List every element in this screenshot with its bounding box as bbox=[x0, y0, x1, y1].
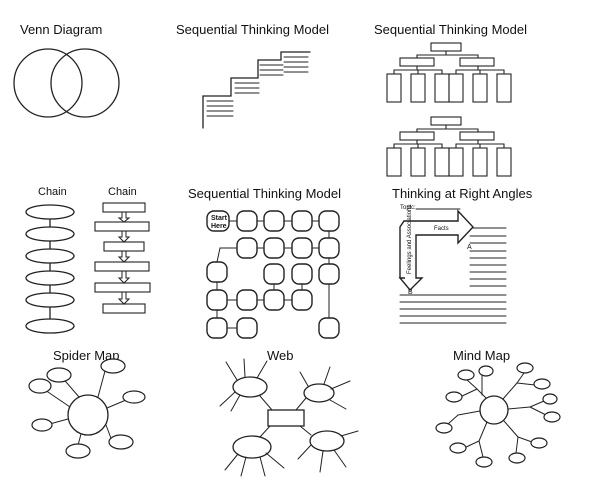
point-a: A bbox=[467, 244, 472, 251]
seq-tree-panel: Sequential Thinking Model bbox=[370, 0, 600, 185]
facts-label: Facts bbox=[434, 226, 449, 232]
chain-panel: Chain Chain bbox=[0, 180, 180, 345]
seq-loop-panel: Sequential Thinking Model Start Here bbox=[180, 180, 360, 345]
seq-tree-title: Sequential Thinking Model bbox=[374, 22, 527, 37]
stairs-diagram bbox=[202, 51, 311, 129]
point-b: B bbox=[408, 289, 413, 296]
chain-title-left: Chain bbox=[38, 186, 67, 198]
topic-label: Topic: bbox=[400, 205, 416, 211]
venn-title: Venn Diagram bbox=[20, 22, 103, 37]
start-label-1: Start bbox=[211, 215, 228, 222]
chain-diagram bbox=[25, 202, 151, 334]
spider-panel: Spider Map bbox=[0, 345, 180, 500]
seq-stairs-title: Sequential Thinking Model bbox=[176, 22, 329, 37]
mind-diagram bbox=[435, 362, 561, 468]
loop-diagram: Start Here bbox=[206, 210, 340, 339]
venn-circle-right bbox=[50, 48, 120, 118]
venn-panel: Venn Diagram bbox=[0, 0, 170, 170]
venn-diagram bbox=[13, 48, 120, 118]
seq-loop-title: Sequential Thinking Model bbox=[188, 186, 341, 201]
spider-title: Spider Map bbox=[53, 348, 120, 363]
chain-title-right: Chain bbox=[108, 186, 137, 198]
spider-diagram bbox=[28, 358, 146, 459]
web-title: Web bbox=[267, 348, 294, 363]
mind-title: Mind Map bbox=[453, 348, 511, 363]
start-label-2: Here bbox=[211, 223, 227, 230]
feelings-label: Feelings and Associations bbox=[407, 205, 413, 274]
seq-stairs-panel: Sequential Thinking Model bbox=[170, 0, 370, 170]
mind-panel: Mind Map bbox=[420, 345, 600, 500]
right-angles-title: Thinking at Right Angles bbox=[392, 186, 533, 201]
web-panel: Web bbox=[200, 345, 380, 500]
right-angles-diagram: Topic: Facts Feelings and Associations A… bbox=[398, 205, 507, 324]
web-diagram bbox=[219, 358, 359, 477]
venn-circle-left bbox=[13, 48, 83, 118]
tree-diagram bbox=[386, 42, 512, 177]
right-angles-panel: Thinking at Right Angles Topic: Facts Fe… bbox=[380, 180, 600, 345]
